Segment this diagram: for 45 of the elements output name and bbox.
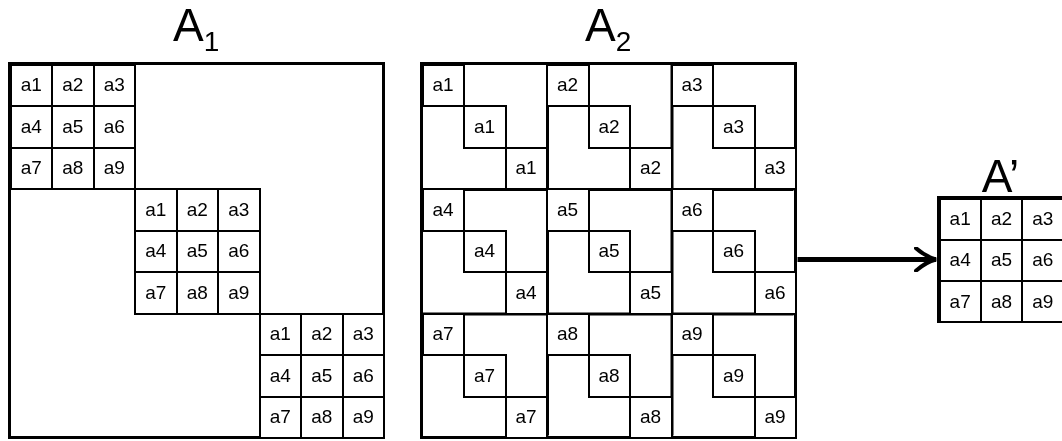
matrix-cell: a3: [712, 105, 756, 149]
matrix-cell: a4: [504, 271, 548, 315]
matrix-cell: a1: [134, 188, 178, 232]
matrix-cell: a3: [217, 188, 261, 232]
matrix-cell: a8: [629, 395, 673, 439]
matrix-cell: a8: [587, 354, 631, 398]
matrix-cell: a9: [753, 395, 797, 439]
matrix-cell: a3: [92, 63, 136, 107]
matrix-cell: a7: [421, 312, 465, 356]
matrix-cell: a7: [134, 271, 178, 315]
matrix-cell: a3: [753, 146, 797, 190]
matrix-cell: a1: [938, 197, 982, 241]
matrix-cell: a6: [753, 271, 797, 315]
matrix-cell: a2: [587, 105, 631, 149]
matrix-cell: a5: [587, 229, 631, 273]
matrix-cell: a7: [258, 395, 302, 439]
matrix-cell: a8: [546, 312, 590, 356]
matrix-cell: a1: [9, 63, 53, 107]
matrix-cell: a5: [629, 271, 673, 315]
matrix-cell: a6: [712, 229, 756, 273]
matrix-cell: a9: [712, 354, 756, 398]
matrix-title: A$_{2}$: [585, 0, 632, 59]
matrix-cell: a9: [92, 146, 136, 190]
matrix-cell: a1: [463, 105, 507, 149]
matrix-cell: a9: [670, 312, 714, 356]
matrix-cell: a7: [938, 280, 982, 324]
matrix-cell: a2: [629, 146, 673, 190]
matrix-cell: a7: [463, 354, 507, 398]
matrix-cell: a6: [670, 188, 714, 232]
matrix-cell: a3: [341, 312, 385, 356]
matrix-cell: a4: [421, 188, 465, 232]
matrix-cell: a1: [258, 312, 302, 356]
matrix-cell: a2: [546, 63, 590, 107]
matrix-cell: a3: [670, 63, 714, 107]
matrix-cell: a9: [341, 395, 385, 439]
matrix-cell: a1: [504, 146, 548, 190]
matrix-cell: a7: [504, 395, 548, 439]
matrix-title: A$_{1}$: [173, 0, 220, 59]
matrix-cell: a7: [9, 146, 53, 190]
matrix-cell: a3: [1021, 197, 1062, 241]
matrix-cell: a1: [421, 63, 465, 107]
matrix-cell: a4: [463, 229, 507, 273]
matrix-cell: a9: [217, 271, 261, 315]
matrix-cell: a5: [546, 188, 590, 232]
matrix-cell: a9: [1021, 280, 1062, 324]
